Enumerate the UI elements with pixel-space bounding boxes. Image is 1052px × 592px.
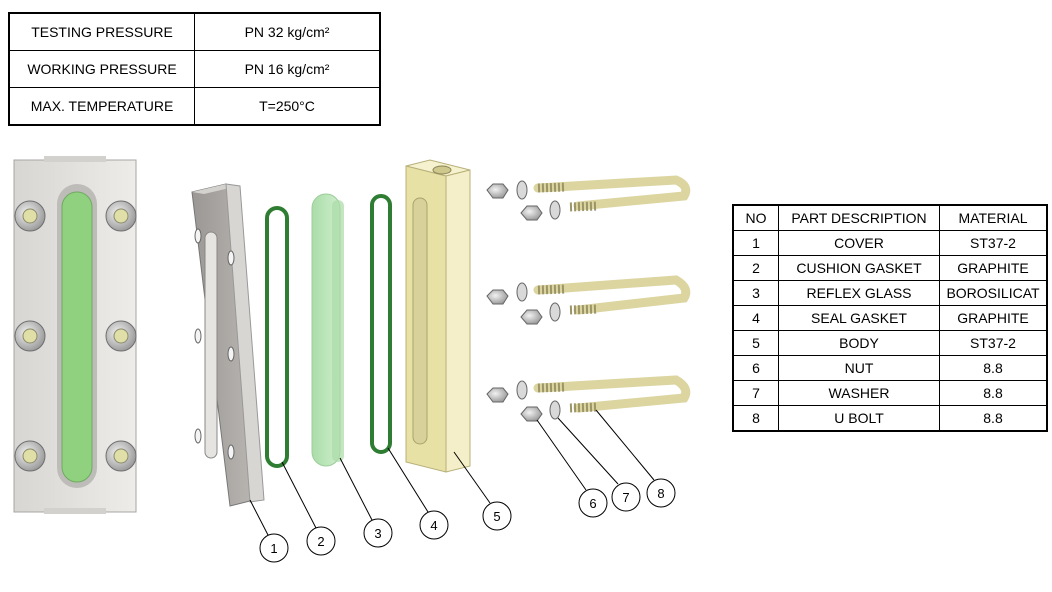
assembled-nut xyxy=(105,200,137,232)
assembled-nut xyxy=(105,440,137,472)
part-material: GRAPHITE xyxy=(939,255,1048,281)
cover-part xyxy=(191,183,265,507)
leader-line-3 xyxy=(339,457,373,521)
spec-row: TESTING PRESSURE PN 32 kg/cm² xyxy=(8,12,381,51)
part-no: 8 xyxy=(732,405,779,432)
leader-line-2 xyxy=(281,461,317,529)
callout-3: 3 xyxy=(363,518,393,548)
callout-2: 2 xyxy=(306,526,336,556)
callout-7: 7 xyxy=(611,482,641,512)
part-no: 3 xyxy=(732,280,779,306)
part-description: BODY xyxy=(778,330,940,356)
callout-6: 6 xyxy=(578,488,608,518)
part-description: SEAL GASKET xyxy=(778,305,940,331)
part-material: ST37-2 xyxy=(939,230,1048,256)
callout-label: 8 xyxy=(657,486,664,501)
parts-row: 4 SEAL GASKET GRAPHITE xyxy=(732,305,1048,331)
assembled-nut xyxy=(14,440,46,472)
bolt-set xyxy=(486,375,691,422)
callout-label: 1 xyxy=(270,541,277,556)
spec-value: PN 16 kg/cm² xyxy=(194,50,381,88)
header-no: NO xyxy=(732,204,779,231)
leader-line-1 xyxy=(249,499,269,536)
assembled-view xyxy=(13,156,137,514)
parts-table: NO PART DESCRIPTION MATERIAL 1 COVER ST3… xyxy=(732,204,1048,432)
spec-row: MAX. TEMPERATURE T=250°C xyxy=(8,87,381,126)
parts-header-row: NO PART DESCRIPTION MATERIAL xyxy=(732,204,1048,231)
spec-value: T=250°C xyxy=(194,87,381,126)
leader-line-5 xyxy=(453,451,491,504)
callout-8: 8 xyxy=(646,478,676,508)
part-description: REFLEX GLASS xyxy=(778,280,940,306)
parts-row: 8 U BOLT 8.8 xyxy=(732,405,1048,432)
assembled-nut xyxy=(14,320,46,352)
part-material: BOROSILICAT xyxy=(939,280,1048,306)
cushion-gasket-part xyxy=(265,206,289,468)
parts-row: 5 BODY ST37-2 xyxy=(732,330,1048,356)
assembled-nut xyxy=(14,200,46,232)
seal-gasket-part xyxy=(370,194,392,454)
body-part xyxy=(405,159,471,473)
callout-label: 7 xyxy=(622,490,629,505)
parts-row: 3 REFLEX GLASS BOROSILICAT xyxy=(732,280,1048,306)
header-description: PART DESCRIPTION xyxy=(778,204,940,231)
parts-row: 2 CUSHION GASKET GRAPHITE xyxy=(732,255,1048,281)
callout-4: 4 xyxy=(419,510,449,540)
leader-line-6 xyxy=(536,419,587,491)
callout-5: 5 xyxy=(482,501,512,531)
callout-label: 6 xyxy=(589,496,596,511)
part-description: COVER xyxy=(778,230,940,256)
callouts: 1 2 3 4 5 6 7 8 xyxy=(259,478,676,563)
parts-row: 6 NUT 8.8 xyxy=(732,355,1048,381)
part-material: GRAPHITE xyxy=(939,305,1048,331)
leader-line-7 xyxy=(557,417,619,485)
part-description: CUSHION GASKET xyxy=(778,255,940,281)
assembled-nut xyxy=(105,320,137,352)
spec-value: PN 32 kg/cm² xyxy=(194,12,381,51)
part-no: 7 xyxy=(732,380,779,406)
reflex-glass-part xyxy=(311,193,344,467)
bolt-set xyxy=(486,275,691,325)
part-no: 1 xyxy=(732,230,779,256)
part-material: 8.8 xyxy=(939,355,1048,381)
part-no: 6 xyxy=(732,355,779,381)
callout-label: 5 xyxy=(493,509,500,524)
part-no: 5 xyxy=(732,330,779,356)
callout-label: 2 xyxy=(317,534,324,549)
callout-1: 1 xyxy=(259,533,289,563)
part-description: WASHER xyxy=(778,380,940,406)
callout-label: 4 xyxy=(430,518,437,533)
part-material: ST37-2 xyxy=(939,330,1048,356)
part-description: NUT xyxy=(778,355,940,381)
bolt-set xyxy=(486,175,691,221)
spec-table: TESTING PRESSURE PN 32 kg/cm² WORKING PR… xyxy=(8,12,381,126)
header-material: MATERIAL xyxy=(939,204,1048,231)
part-description: U BOLT xyxy=(778,405,940,432)
callout-label: 3 xyxy=(374,526,381,541)
leader-line-8 xyxy=(595,409,655,481)
spec-label: MAX. TEMPERATURE xyxy=(8,87,195,126)
part-no: 2 xyxy=(732,255,779,281)
leader-lines xyxy=(249,409,655,536)
part-no: 4 xyxy=(732,305,779,331)
spec-row: WORKING PRESSURE PN 16 kg/cm² xyxy=(8,50,381,88)
leader-line-4 xyxy=(387,447,429,513)
parts-row: 1 COVER ST37-2 xyxy=(732,230,1048,256)
part-material: 8.8 xyxy=(939,380,1048,406)
part-material: 8.8 xyxy=(939,405,1048,432)
parts-row: 7 WASHER 8.8 xyxy=(732,380,1048,406)
